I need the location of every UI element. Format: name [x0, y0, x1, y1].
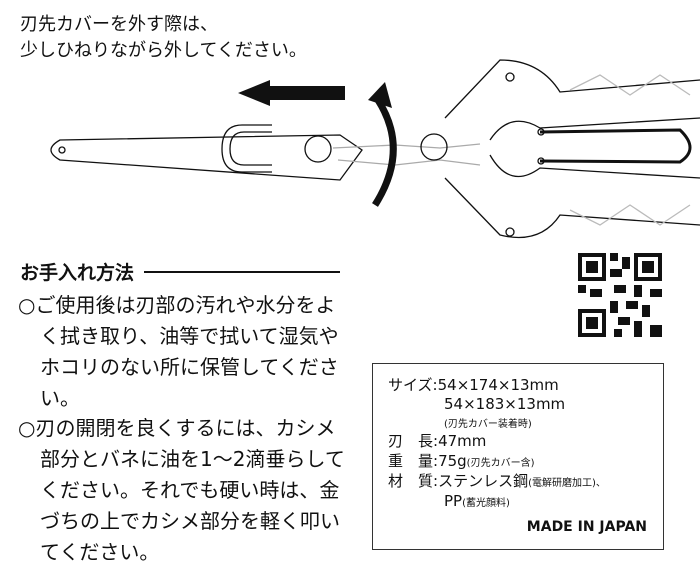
weight-note: (刃先カバー含)	[466, 458, 535, 469]
size-value-with-cover: 54×183×13mm	[444, 395, 566, 413]
material-value: ステンレス鋼	[438, 472, 529, 490]
care-item-text: ○ご使用後は刃部の汚れや水分をよく拭き取り、油等で拭いて湿気やホコリのない所に保…	[18, 293, 339, 410]
size-note: (刃先カバー装着時)	[444, 419, 532, 430]
care-item: ○刃の開閉を良くするには、カシメ部分とバネに油を1～2滴垂らしてください。それで…	[18, 413, 348, 568]
blade-label: 刃 長:	[388, 432, 439, 450]
blade-value: 47mm	[438, 432, 487, 450]
material-note: (電解研磨加工)、	[528, 478, 606, 489]
heading-rule	[144, 270, 340, 273]
blade-cover	[50, 134, 363, 181]
weight-value: 75g	[438, 452, 467, 470]
material-value-2: PP	[444, 492, 463, 510]
material-note-2: (蓄光顔料)	[462, 498, 510, 509]
material-label: 材 質:	[388, 472, 439, 490]
scissors-illustration	[50, 59, 700, 239]
size-label: サイズ:	[388, 376, 438, 394]
care-heading: お手入れ方法	[20, 258, 340, 285]
cover-removal-caption: 刃先カバーを外す際は、 少しひねりながら外してください。	[20, 12, 307, 64]
care-item: ○ご使用後は刃部の汚れや水分をよく拭き取り、油等で拭いて湿気やホコリのない所に保…	[18, 290, 348, 414]
care-item-text: ○刃の開閉を良くするには、カシメ部分とバネに油を1～2滴垂らしてください。それで…	[18, 416, 345, 564]
made-in-japan: MADE IN JAPAN	[526, 519, 647, 535]
caption-line: 刃先カバーを外す際は、	[20, 14, 218, 35]
pull-arrow-icon	[238, 80, 345, 106]
caption-line: 少しひねりながら外してください。	[20, 40, 307, 61]
twist-arrow-icon	[372, 98, 397, 207]
size-value: 54×174×13mm	[437, 376, 559, 394]
spec-box: サイズ:54×174×13mm 54×183×13mm (刃先カバー装着時) 刃…	[372, 363, 664, 550]
care-heading-text: お手入れ方法	[20, 262, 135, 284]
weight-label: 重 量:	[388, 452, 439, 470]
qr-code	[578, 253, 662, 337]
